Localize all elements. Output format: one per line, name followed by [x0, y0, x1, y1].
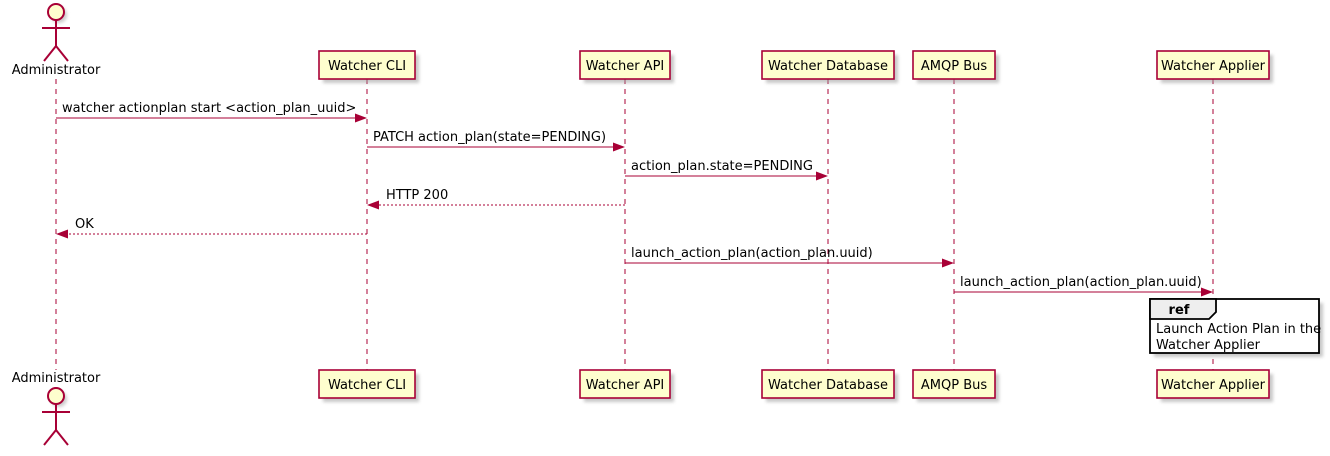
participant-label-watcher-cli-top: Watcher CLI: [328, 59, 406, 74]
actor-head: [47, 3, 65, 21]
participant-label-watcher-api-top: Watcher API: [586, 59, 665, 74]
participant-label-watcher-database-bottom: Watcher Database: [768, 378, 888, 393]
actor-leg-right: [55, 429, 69, 446]
message-label-5: OK: [75, 217, 94, 232]
participant-box-watcher-applier-bottom: [1156, 369, 1270, 399]
ref-text-line-1: Launch Action Plan in the: [1156, 322, 1321, 337]
actor-label-bottom: Administrator: [12, 371, 101, 386]
message-arrowhead-6: [942, 258, 954, 268]
ref-keyword-label: ref: [1169, 303, 1190, 318]
participant-box-watcher-api-top: [579, 50, 671, 80]
message-label-7: launch_action_plan(action_plan.uuid): [960, 275, 1202, 290]
actor-figure-bottom: [42, 387, 70, 446]
participant-box-amqp-bus-top: [912, 50, 996, 80]
actor-leg-right: [55, 45, 69, 62]
message-label-6: launch_action_plan(action_plan.uuid): [631, 246, 873, 261]
actor-leg-left: [43, 429, 57, 446]
message-arrowhead-1: [355, 113, 367, 123]
participant-box-watcher-database-top: [761, 50, 895, 80]
participant-label-amqp-bus-top: AMQP Bus: [921, 59, 987, 74]
participant-box-watcher-cli-top: [318, 50, 416, 80]
participant-label-watcher-cli-bottom: Watcher CLI: [328, 378, 406, 393]
participant-label-amqp-bus-bottom: AMQP Bus: [921, 378, 987, 393]
actor-label-top: Administrator: [12, 63, 101, 78]
message-arrowhead-5: [56, 229, 68, 239]
ref-header-pentagon: [1149, 298, 1217, 320]
participant-label-watcher-database-top: Watcher Database: [768, 59, 888, 74]
participant-box-watcher-database-bottom: [761, 369, 895, 399]
actor-figure-top: [42, 3, 70, 62]
message-arrowhead-4: [367, 200, 379, 210]
participant-box-watcher-cli-bottom: [318, 369, 416, 399]
message-label-2: PATCH action_plan(state=PENDING): [373, 130, 606, 145]
participant-label-watcher-api-bottom: Watcher API: [586, 378, 665, 393]
actor-leg-left: [43, 45, 57, 62]
message-label-3: action_plan.state=PENDING: [631, 159, 813, 174]
participant-box-amqp-bus-bottom: [912, 369, 996, 399]
message-label-1: watcher actionplan start <action_plan_uu…: [62, 101, 356, 116]
participant-label-watcher-applier-top: Watcher Applier: [1161, 59, 1266, 74]
message-arrowhead-2: [613, 142, 625, 152]
participant-box-watcher-api-bottom: [579, 369, 671, 399]
message-label-4: HTTP 200: [386, 188, 448, 203]
participant-label-watcher-applier-bottom: Watcher Applier: [1161, 378, 1266, 393]
actor-head: [47, 387, 65, 405]
participant-box-watcher-applier-top: [1156, 50, 1270, 80]
ref-text-line-2: Watcher Applier: [1156, 338, 1261, 353]
message-arrowhead-7: [1201, 287, 1213, 297]
message-arrowhead-3: [816, 171, 828, 181]
